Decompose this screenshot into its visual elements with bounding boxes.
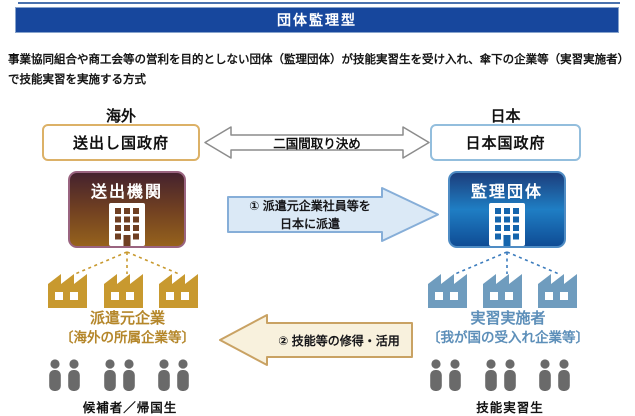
right-arrow-icon (227, 187, 439, 242)
sending-country-government-box: 送出し国政府 (42, 124, 200, 161)
sending-companies-line2: 〔海外の所属企業等〕 (60, 329, 195, 345)
factory-icon (483, 274, 522, 308)
person-icon (485, 359, 516, 391)
sending-companies-line1: 派遣元企業 (89, 310, 165, 327)
top-divider (18, 2, 620, 4)
factory-icon (159, 274, 198, 308)
factory-icon (104, 274, 143, 308)
skills-arrow-label: ② 技能等の修得・活用 (278, 333, 400, 348)
sending-companies-label: 派遣元企業 〔海外の所属企業等〕 (30, 309, 225, 346)
factory-icon (538, 274, 577, 308)
implementing-line2: 〔我が国の受入れ企業等〕 (427, 329, 589, 345)
overseas-label: 海外 (105, 108, 136, 125)
building-icon (489, 203, 525, 246)
candidates-label: 候補者／帰国生 (82, 401, 178, 415)
factory-icon (428, 274, 467, 308)
building-icon (109, 203, 145, 246)
bilateral-agreement-label: 二国間取り決め (273, 137, 361, 151)
sending-organization-box: 送出機関 (68, 171, 186, 248)
bilateral-agreement-arrow: 二国間取り決め (203, 124, 431, 161)
dashed-connector-lines (74, 251, 180, 275)
diagram-title: 団体監理型 (277, 12, 357, 28)
person-icon (158, 359, 189, 391)
factory-icon (48, 274, 87, 308)
supervising-organization-box: 監理団体 (448, 171, 566, 248)
implementing-organizations-label: 実習実施者 〔我が国の受入れ企業等〕 (412, 309, 604, 346)
skills-arrow: ② 技能等の修得・活用 (217, 313, 415, 367)
person-icon (430, 359, 461, 391)
left-arrow-icon (219, 314, 413, 366)
supervising-organization-label: 監理団体 (470, 184, 543, 201)
sending-organization-label: 送出機関 (90, 184, 163, 201)
person-icon (104, 359, 135, 391)
dispatch-arrow-label: ① 派遣元企業社員等を 日本に派遣 (249, 198, 371, 231)
trainees-label: 技能実習生 (476, 401, 544, 415)
double-arrow-icon (204, 126, 430, 159)
person-icon (539, 359, 570, 391)
japan-label: 日本 (490, 108, 521, 125)
implementing-line1: 実習実施者 (470, 310, 546, 327)
dashed-connector-lines (454, 251, 560, 275)
dispatch-arrow: ① 派遣元企業社員等を 日本に派遣 (226, 186, 440, 243)
person-icon (49, 359, 80, 391)
description-text: 事業協同組合や商工会等の営利を目的としない団体（監理団体）が技能実習生を受け入れ… (8, 54, 630, 86)
diagram-title-bar: 団体監理型 (15, 7, 619, 33)
japan-government-box: 日本国政府 (430, 124, 581, 161)
